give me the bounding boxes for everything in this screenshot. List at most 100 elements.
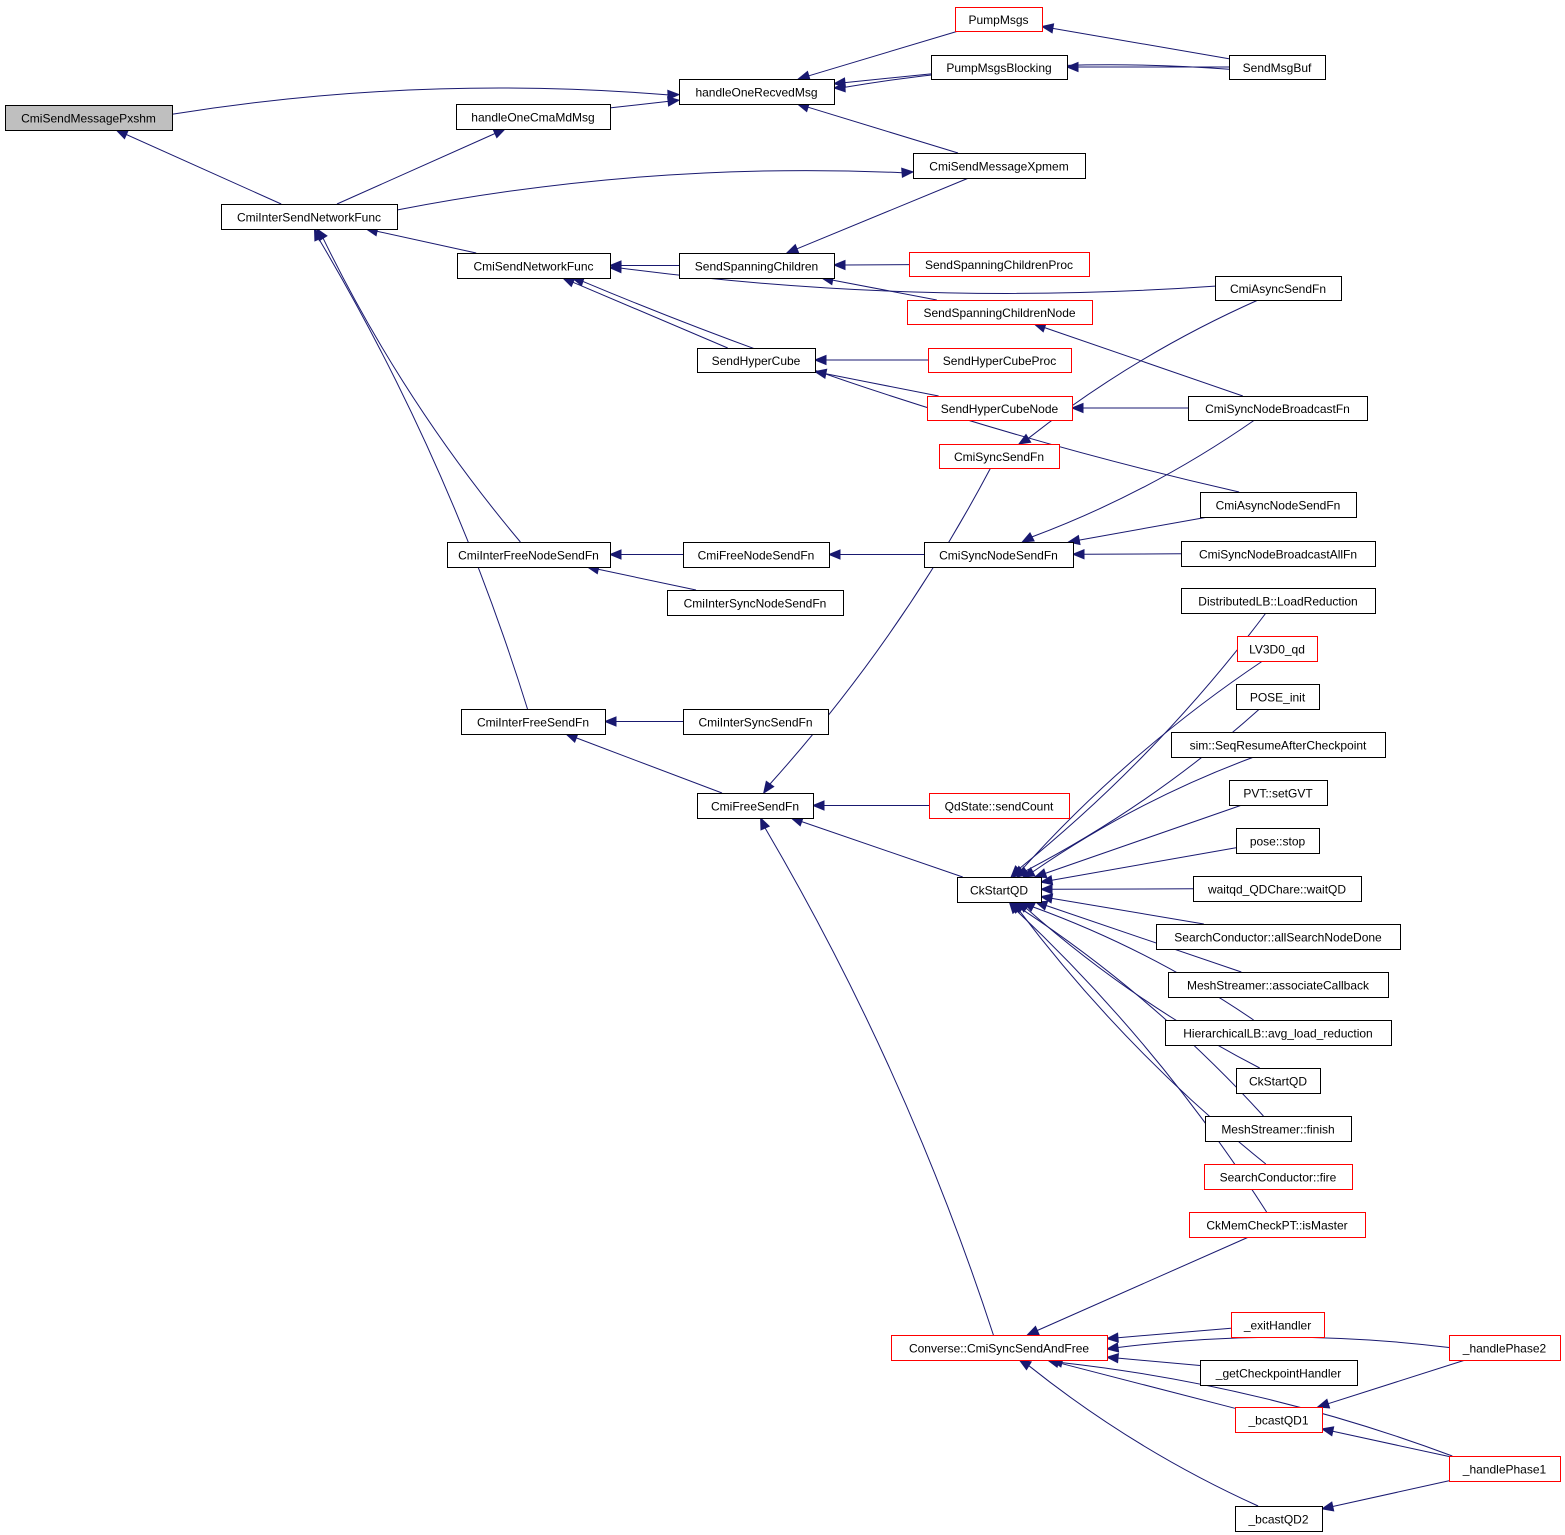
edge-CmiFreeSendFn-to-CmiInterFreeSendFn (576, 737, 723, 794)
node-cmisyncsendfn[interactable]: CmiSyncSendFn (939, 444, 1060, 469)
node-waitqd-qdchare-waitqd[interactable]: waitqd_QDChare::waitQD (1193, 876, 1362, 902)
node-cmiintersendnetworkfunc[interactable]: CmiInterSendNetworkFunc (221, 204, 398, 230)
node-sendhypercubenode[interactable]: SendHyperCubeNode (927, 396, 1073, 421)
node-lv3d0-qd[interactable]: LV3D0_qd (1237, 636, 1318, 662)
node-sendspanningchildrenproc[interactable]: SendSpanningChildrenProc (909, 252, 1090, 277)
arrowhead-icon (1105, 1332, 1119, 1343)
edge-_handlePhase1-to-_bcastQD1 (1332, 1430, 1450, 1457)
node-cmiinterfreesendfn[interactable]: CmiInterFreeSendFn (461, 709, 606, 735)
node-cmifreesendfn[interactable]: CmiFreeSendFn (697, 793, 814, 819)
edge-CmiInterSyncNodeSendFn-to-CmiInterFreeNodeSendFn (598, 568, 697, 591)
node-searchconductor-fire[interactable]: SearchConductor::fire (1204, 1164, 1353, 1190)
node-hierarchicallb-avg-load-reduction[interactable]: HierarchicalLB::avg_load_reduction (1165, 1020, 1392, 1046)
node-label: sim::SeqResumeAfterCheckpoint (1190, 739, 1367, 753)
node-label: CmiSyncNodeSendFn (939, 549, 1058, 563)
node-label: pose::stop (1250, 835, 1306, 849)
edge-PumpMsgsBlocking-to-handleOneRecvedMsg (844, 73, 932, 84)
edge-CmiAsyncNodeSendFn-to-CmiSyncNodeSendFn (1079, 516, 1209, 541)
node-cmisyncnodebroadcastallfn[interactable]: CmiSyncNodeBroadcastAllFn (1181, 541, 1376, 567)
node-cmisyncnodesendfn[interactable]: CmiSyncNodeSendFn (924, 542, 1074, 568)
edge-MeshStreamer_associateCallback-to-CkStartQD (1045, 905, 1242, 973)
node-getcheckpointhandler[interactable]: _getCheckpointHandler (1200, 1360, 1358, 1386)
node-box (1215, 276, 1342, 301)
node-pose-init[interactable]: POSE_init (1236, 684, 1320, 710)
node-label: SendMsgBuf (1243, 61, 1312, 75)
edge-sim_SeqResumeAfterCheckpoint-to-CkStartQD (1032, 756, 1255, 873)
node-handleonecmamdmsg[interactable]: handleOneCmaMdMsg (456, 104, 611, 130)
arrowhead-icon (811, 800, 825, 811)
node-cmiasyncnodesendfn[interactable]: CmiAsyncNodeSendFn (1200, 492, 1357, 518)
edge-Converse_CmiSyncSendAndFree-to-CmiFreeSendFn (764, 827, 994, 1336)
edge-_exitHandler-to-Converse_CmiSyncSendAndFree (1117, 1327, 1232, 1339)
node-label: CmiSyncSendFn (954, 450, 1044, 464)
node-cmifreenodesendfn[interactable]: CmiFreeNodeSendFn (683, 542, 830, 568)
node-label: CkStartQD (1249, 1075, 1307, 1089)
node-meshstreamer-associatecallback[interactable]: MeshStreamer::associateCallback (1168, 972, 1389, 998)
arrowhead-icon (608, 549, 622, 560)
arrowhead-icon (762, 780, 775, 795)
node-pvt-setgvt[interactable]: PVT::setGVT (1229, 780, 1328, 806)
node-sendspanningchildren[interactable]: SendSpanningChildren (679, 253, 835, 279)
node-cmiintersyncsendfn[interactable]: CmiInterSyncSendFn (683, 709, 829, 735)
node-cmisendnetworkfunc[interactable]: CmiSendNetworkFunc (457, 253, 611, 279)
node-sendspanningchildrennode[interactable]: SendSpanningChildrenNode (907, 300, 1093, 325)
node-cmiinterfreenodesendfn[interactable]: CmiInterFreeNodeSendFn (447, 542, 611, 568)
arrowhead-icon (1320, 1426, 1335, 1437)
node-pumpmsgs[interactable]: PumpMsgs (955, 7, 1043, 32)
node-cmisendmessagepxshm[interactable]: CmiSendMessagePxshm (5, 105, 173, 131)
node-ckmemcheckpt-ismaster[interactable]: CkMemCheckPT::isMaster (1189, 1212, 1366, 1238)
node-box (667, 590, 844, 616)
arrowhead-icon (1071, 548, 1085, 560)
node-handleonerecvedmsg[interactable]: handleOneRecvedMsg (679, 79, 835, 105)
node-label: CmiFreeSendFn (711, 800, 799, 814)
node-box (1200, 492, 1357, 518)
node-converse-cmisyncsendandfree[interactable]: Converse::CmiSyncSendAndFree (891, 1335, 1108, 1361)
node-searchconductor-allsearchnodedone[interactable]: SearchConductor::allSearchNodeDone (1156, 924, 1401, 950)
edge-_handlePhase1-to-_bcastQD2 (1332, 1480, 1450, 1507)
node-qdstate-sendcount[interactable]: QdState::sendCount (929, 793, 1070, 819)
node-meshstreamer-finish[interactable]: MeshStreamer::finish (1205, 1116, 1352, 1142)
node-box (1235, 1506, 1323, 1532)
node-label: HierarchicalLB::avg_load_reduction (1183, 1027, 1372, 1041)
node-label: _handlePhase1 (1462, 1463, 1547, 1477)
node-label: LV3D0_qd (1249, 643, 1305, 657)
node-label: waitqd_QDChare::waitQD (1207, 883, 1346, 897)
node-handlephase1[interactable]: _handlePhase1 (1449, 1456, 1561, 1482)
edge-_bcastQD2-to-Converse_CmiSyncSendAndFree (1028, 1365, 1259, 1507)
node-cmisyncnodebroadcastfn[interactable]: CmiSyncNodeBroadcastFn (1188, 396, 1368, 421)
node-label: _getCheckpointHandler (1215, 1367, 1341, 1381)
node-label: CkStartQD (970, 884, 1028, 898)
node-sendhypercubeproc[interactable]: SendHyperCubeProc (928, 348, 1072, 373)
node-bcastqd1[interactable]: _bcastQD1 (1235, 1407, 1323, 1433)
node-label: handleOneCmaMdMsg (471, 111, 594, 125)
edge-pose_stop-to-CkStartQD (1051, 847, 1237, 881)
edge-CmiSyncNodeBroadcastFn-to-SendSpanningChildrenNode (1044, 327, 1243, 397)
node-handlephase2[interactable]: _handlePhase2 (1449, 1335, 1561, 1361)
edge-CmiInterSendNetworkFunc-to-handleOneCmaMdMsg (336, 133, 496, 205)
node-label: CmiInterFreeSendFn (477, 716, 589, 730)
edge-CmiSyncSendFn-to-CmiFreeSendFn (769, 467, 992, 785)
node-bcastqd2[interactable]: _bcastQD2 (1235, 1506, 1323, 1532)
arrowhead-icon (832, 259, 846, 271)
arrowhead-icon (1039, 893, 1054, 904)
node-pumpmsgsblocking[interactable]: PumpMsgsBlocking (931, 55, 1068, 80)
node-sendmsgbuf[interactable]: SendMsgBuf (1229, 55, 1326, 80)
node-box (1231, 1312, 1325, 1338)
node-ckstartqd[interactable]: CkStartQD (957, 877, 1042, 903)
node-distributedlb-loadreduction[interactable]: DistributedLB::LoadReduction (1181, 588, 1376, 614)
node-cmiintersyncnodesendfn[interactable]: CmiInterSyncNodeSendFn (667, 590, 844, 616)
arrowhead-icon (1026, 1325, 1040, 1336)
arrowhead-icon (115, 129, 129, 140)
arrowhead-icon (832, 82, 846, 93)
node-box (1200, 1360, 1358, 1386)
node-sim-seqresumeaftercheckpoint[interactable]: sim::SeqResumeAfterCheckpoint (1171, 732, 1386, 758)
edge-_getCheckpointHandler-to-Converse_CmiSyncSendAndFree (1117, 1357, 1201, 1366)
node-cmisendmessagexpmem[interactable]: CmiSendMessageXpmem (913, 153, 1086, 179)
node-ckstartqd-2[interactable]: CkStartQD (1236, 1068, 1321, 1094)
node-sendhypercube[interactable]: SendHyperCube (697, 348, 816, 373)
node-exithandler[interactable]: _exitHandler (1231, 1312, 1325, 1338)
node-pose-stop[interactable]: pose::stop (1236, 828, 1320, 854)
arrowhead-icon (760, 816, 771, 831)
node-cmiasyncsendfn[interactable]: CmiAsyncSendFn (1215, 276, 1342, 301)
node-label: QdState::sendCount (945, 800, 1054, 814)
